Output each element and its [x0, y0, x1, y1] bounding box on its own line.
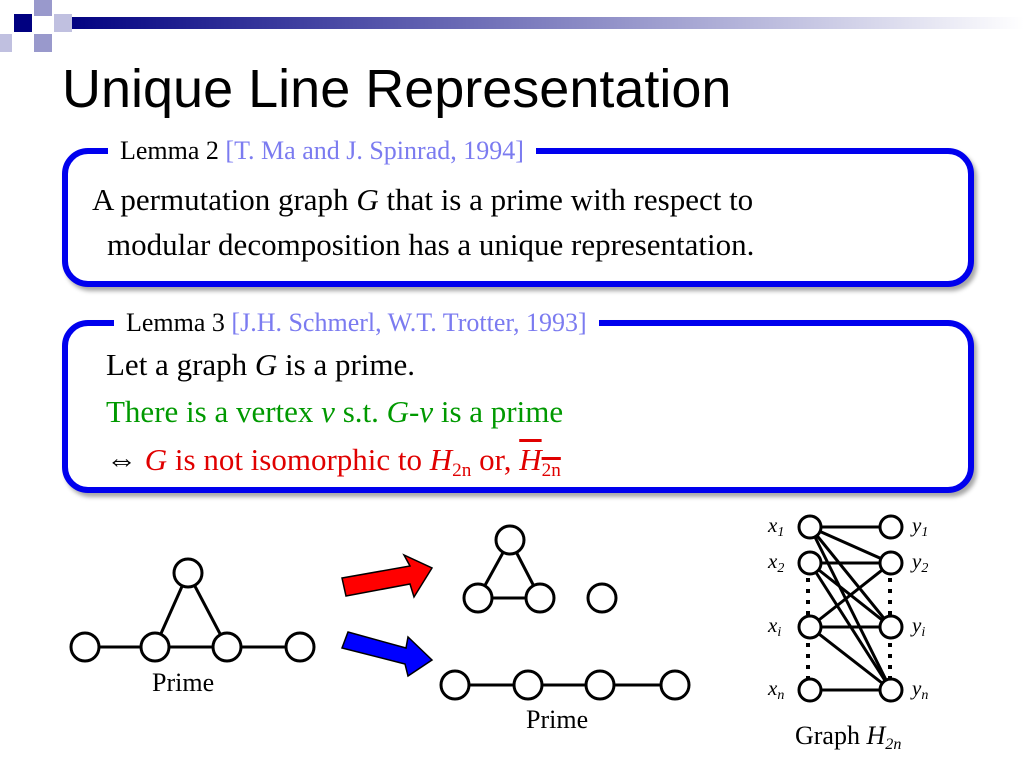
lemma3-header: Lemma 3 [J.H. Schmerl, W.T. Trotter, 199… — [114, 308, 599, 338]
label-xn: xn — [768, 676, 785, 704]
page-title: Unique Line Representation — [62, 59, 732, 119]
header-decoration — [0, 0, 1024, 52]
prime-label-left: Prime — [152, 668, 215, 697]
lemma2-line2: modular decomposition has a unique repre… — [107, 227, 755, 262]
lemma3-label: Lemma 3 — [126, 308, 225, 337]
label-yn: yn — [912, 676, 929, 704]
lemma3-citation: [J.H. Schmerl, W.T. Trotter, 1993] — [231, 308, 587, 337]
vertex — [659, 669, 691, 701]
vertex — [586, 582, 618, 614]
lemma2-box — [62, 148, 974, 287]
vertex — [512, 669, 544, 701]
lemma3-line3: ⇔ G is not isomorphic to H2n or, H2n — [106, 442, 561, 481]
graphs-diagram — [69, 514, 904, 703]
label-x2: x2 — [768, 549, 785, 577]
vertex — [69, 631, 101, 663]
label-x1: x1 — [768, 513, 785, 541]
label-xi: xi — [768, 613, 782, 641]
lemma2-label: Lemma 2 — [120, 136, 219, 165]
vertex — [494, 524, 526, 556]
lemma3-line2: There is a vertex v s.t. G-v is a prime — [106, 394, 564, 429]
vertex — [878, 677, 904, 703]
vertex — [797, 677, 823, 703]
lemma2-header: Lemma 2 [T. Ma and J. Spinrad, 1994] — [108, 136, 536, 166]
lemma2-citation: [T. Ma and J. Spinrad, 1994] — [225, 136, 524, 165]
vertex — [172, 557, 204, 589]
vertex — [462, 582, 494, 614]
vertex — [211, 631, 243, 663]
vertex — [797, 614, 823, 640]
lemma2-line1: A permutation graph G that is a prime wi… — [92, 182, 754, 217]
vertex — [139, 631, 171, 663]
lemma3-line1: Let a graph G is a prime. — [106, 347, 416, 382]
vertex — [797, 550, 823, 576]
iff-symbol: ⇔ — [106, 442, 137, 477]
graph-h2n-label: Graph H2n — [795, 721, 902, 753]
vertex — [878, 614, 904, 640]
label-y2: y2 — [912, 549, 929, 577]
vertex — [797, 514, 823, 540]
vertex — [284, 631, 316, 663]
vertex — [878, 550, 904, 576]
label-yi: yi — [912, 613, 926, 641]
blue-arrow-icon — [341, 631, 434, 678]
vertex — [584, 669, 616, 701]
vertex — [439, 669, 471, 701]
label-y1: y1 — [912, 513, 929, 541]
prime-label-right: Prime — [526, 705, 589, 734]
vertex — [878, 514, 904, 540]
red-arrow-icon — [341, 553, 434, 599]
vertex — [524, 582, 556, 614]
